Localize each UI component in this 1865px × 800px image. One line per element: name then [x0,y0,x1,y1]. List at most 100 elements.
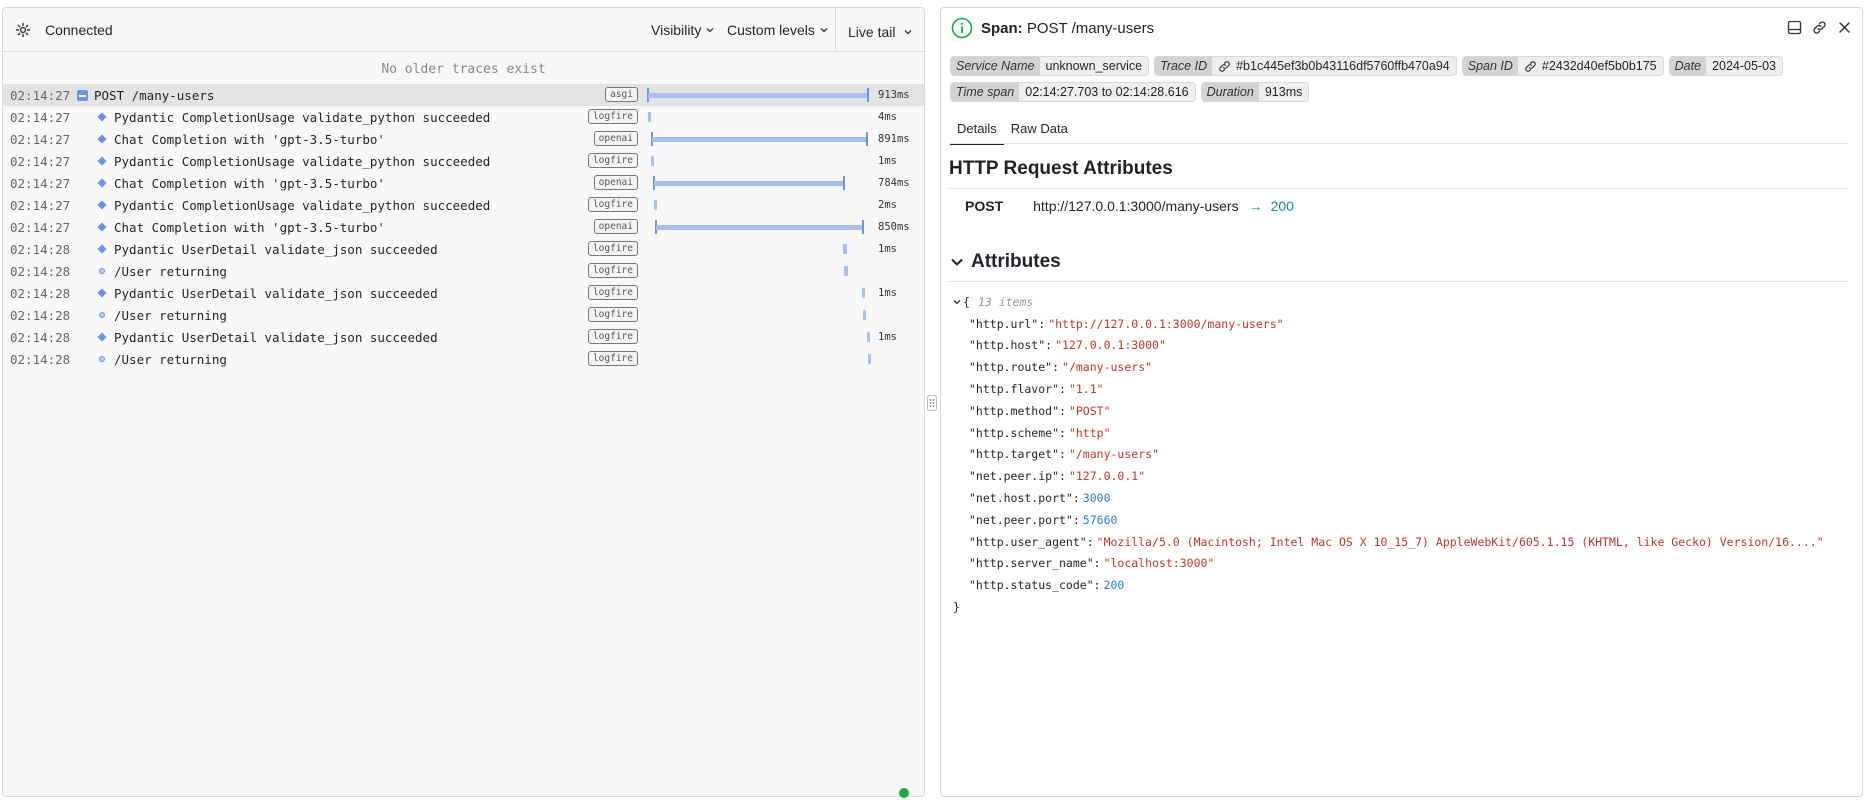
row-name: /User returning [114,307,227,323]
http-request-attributes-heading: HTTP Request Attributes [949,158,1173,179]
row-duration: 1ms [878,331,897,343]
link-icon[interactable] [1524,60,1537,73]
trace-row[interactable]: 02:14:27 Chat Completion with 'gpt-3.5-t… [3,172,924,194]
trace-row[interactable]: 02:14:28 Pydantic UserDetail validate_js… [3,282,924,304]
trace-rows: 02:14:27 POST /many-users asgi 913ms 02:… [3,84,924,370]
trace-row[interactable]: 02:14:27 Chat Completion with 'gpt-3.5-t… [3,128,924,150]
timeline-bar [656,225,863,230]
trace-row[interactable]: 02:14:27 Pydantic CompletionUsage valida… [3,150,924,172]
live-tail-dropdown[interactable]: Live tail [848,10,913,54]
json-key: "http.user_agent" [969,534,1087,549]
span-diamond-icon [97,178,107,188]
json-value: "127.0.0.1:3000" [1055,338,1166,353]
trace-row[interactable]: 02:14:27 Pydantic CompletionUsage valida… [3,194,924,216]
json-value: 3000 [1082,491,1111,506]
timeline-tick [648,112,651,122]
http-status-code: 200 [1270,198,1294,214]
tab-raw-data[interactable]: Raw Data [1010,121,1068,136]
tab-details[interactable]: Details [950,116,1004,145]
json-entry: "http.status_code":200 [969,578,1125,593]
panel-layout-icon[interactable] [1787,20,1802,35]
row-duration: 913ms [878,89,910,101]
span-diamond-icon [97,134,107,144]
json-entry: "http.url":"http://127.0.0.1:3000/many-u… [969,316,1284,331]
chip-value-wrap: #2432d40ef5b0b175 [1518,57,1663,75]
timeline-bar [652,137,867,142]
json-key: "http.host" [969,338,1046,353]
chip-key: Duration [1201,83,1259,101]
service-name-chip: Service Name unknown_service [950,56,1150,76]
trace-row[interactable]: 02:14:27 POST /many-users asgi 913ms [3,84,924,106]
attributes-section-toggle[interactable]: Attributes [949,251,1061,273]
chevron-down-icon [705,25,715,35]
row-time: 02:14:28 [10,351,71,367]
settings-gear-icon[interactable] [15,22,31,38]
row-badge: asgi [605,87,638,102]
trace-list-header: Connected Visibility Custom levels Live … [3,8,924,52]
live-tail-label: Live tail [848,24,896,40]
row-duration: 1ms [878,287,897,299]
row-time: 02:14:27 [10,197,71,213]
link-icon[interactable] [1218,60,1231,73]
json-entry: "net.peer.port":57660 [969,512,1118,527]
json-key: "http.flavor" [969,382,1060,397]
timeline-tick [844,266,848,276]
info-circle-icon [951,17,973,39]
log-circle-icon [99,356,105,362]
timeline-tick [651,156,654,166]
row-name: POST /many-users [94,87,215,103]
trace-row[interactable]: 02:14:28 Pydantic UserDetail validate_js… [3,238,924,260]
row-time: 02:14:27 [10,153,71,169]
trace-row[interactable]: 02:14:28 Pydantic UserDetail validate_js… [3,326,924,348]
json-key: "http.target" [969,447,1060,462]
span-label: Span: [981,19,1023,37]
visibility-dropdown[interactable]: Visibility [651,8,715,52]
json-value: 57660 [1082,512,1118,527]
row-duration: 850ms [878,221,910,233]
copy-link-icon[interactable] [1812,20,1827,35]
trace-row[interactable]: 02:14:28 /User returning logfire [3,260,924,282]
timeline-tick [654,200,657,210]
trace-id-chip[interactable]: Trace ID #b1c445ef3b0b43116df5760ffb470a… [1154,56,1457,76]
json-key: "http.status_code" [969,578,1094,593]
close-icon[interactable] [1837,20,1852,35]
panel-resize-handle[interactable] [926,394,938,412]
span-diamond-icon [97,156,107,166]
trace-row[interactable]: 02:14:28 /User returning logfire [3,348,924,370]
json-entry: "http.method":"POST" [969,403,1111,418]
connection-status: Connected [45,21,113,38]
timeline-tick [843,244,847,254]
chevron-down-icon[interactable] [953,298,961,306]
json-value: "http://127.0.0.1:3000/many-users" [1048,316,1284,331]
chip-key: Span ID [1462,57,1518,75]
span-id-chip[interactable]: Span ID #2432d40ef5b0b175 [1461,56,1664,76]
timeline-bar-end [862,220,864,234]
json-root-line[interactable]: { 13 items [953,291,1824,313]
row-time: 02:14:28 [10,329,71,345]
json-entry: "http.server_name":"localhost:3000" [969,556,1215,571]
trace-row[interactable]: 02:14:28 /User returning logfire [3,304,924,326]
json-key: "http.scheme" [969,425,1060,440]
json-close-line: } [953,596,1824,618]
row-duration: 784ms [878,177,910,189]
attributes-json-viewer: { 13 items "http.url":"http://127.0.0.1:… [953,291,1824,618]
row-badge: openai [593,219,638,234]
json-entry: "net.peer.ip":"127.0.0.1" [969,469,1146,484]
json-entry: "http.route":"/many-users" [969,360,1153,375]
json-entry: "http.scheme":"http" [969,425,1111,440]
row-duration: 2ms [878,199,897,211]
json-value: "1.1" [1068,382,1104,397]
trace-row[interactable]: 02:14:27 Chat Completion with 'gpt-3.5-t… [3,216,924,238]
trace-row[interactable]: 02:14:27 Pydantic CompletionUsage valida… [3,106,924,128]
span-diamond-icon [97,332,107,342]
timeline-tick [863,310,866,320]
json-value: 200 [1103,578,1125,593]
json-key: "http.url" [969,316,1039,331]
custom-levels-dropdown[interactable]: Custom levels [727,8,829,52]
json-entry: "http.user_agent":"Mozilla/5.0 (Macintos… [969,534,1824,549]
timeline-tick [862,288,865,298]
tabs-divider [950,143,1848,144]
date-chip: Date 2024-05-03 [1668,56,1783,76]
collapse-toggle-icon[interactable] [77,90,88,101]
chip-key: Service Name [951,57,1040,75]
